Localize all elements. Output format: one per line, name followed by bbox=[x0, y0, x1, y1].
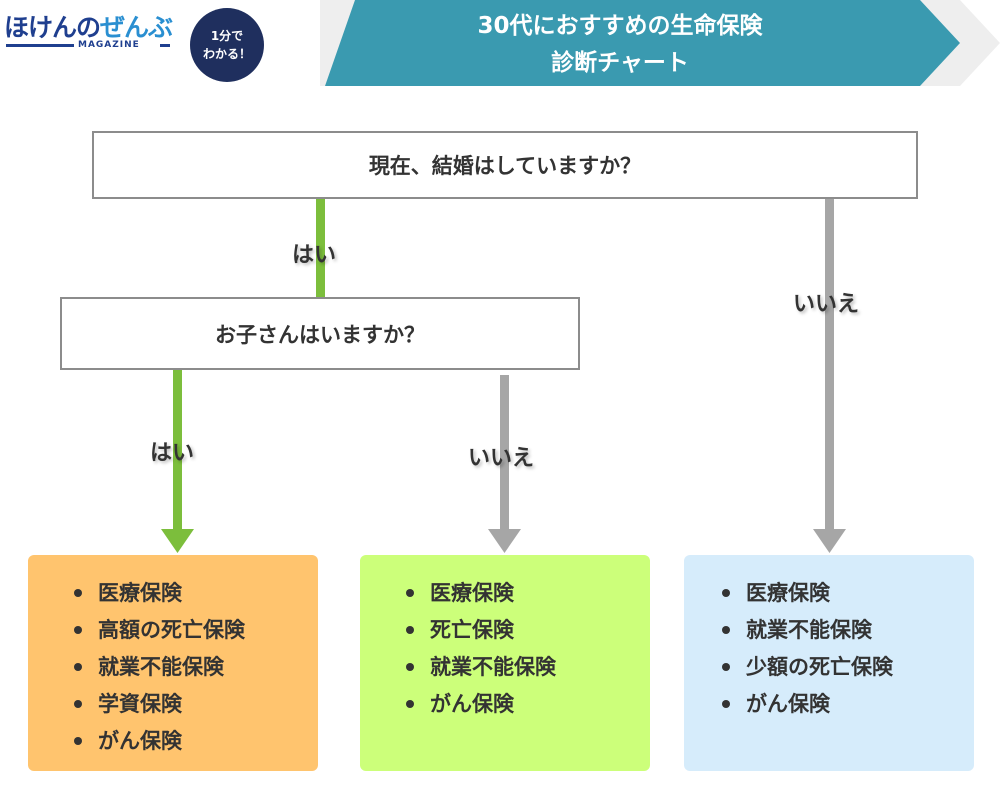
bullet-icon bbox=[74, 737, 82, 745]
list-item: がん保険 bbox=[406, 686, 650, 723]
bullet-icon bbox=[406, 700, 414, 708]
bullet-icon bbox=[722, 626, 730, 634]
children-no-connector bbox=[500, 375, 509, 529]
bullet-icon bbox=[74, 663, 82, 671]
result-married-with-children: 医療保険 高額の死亡保険 就業不能保険 学資保険 がん保険 bbox=[28, 555, 318, 771]
married-no-label: いいえ bbox=[793, 292, 860, 317]
bullet-icon bbox=[406, 626, 414, 634]
bullet-icon bbox=[74, 589, 82, 597]
logo-wordmark: ほけんのぜんぶ bbox=[4, 13, 173, 42]
bullet-icon bbox=[722, 700, 730, 708]
list-item: 就業不能保険 bbox=[722, 612, 974, 649]
list-item: がん保険 bbox=[722, 686, 974, 723]
bullet-icon bbox=[74, 700, 82, 708]
header-banner bbox=[320, 0, 1000, 86]
list-item: 医療保険 bbox=[722, 575, 974, 612]
list-item: 少額の死亡保険 bbox=[722, 649, 974, 686]
chart-title: 30代におすすめの生命保険 診断チャート bbox=[340, 8, 900, 82]
logo-line-left bbox=[6, 44, 74, 47]
result-unmarried: 医療保険 就業不能保険 少額の死亡保険 がん保険 bbox=[684, 555, 974, 771]
result-list: 医療保険 死亡保険 就業不能保険 がん保険 bbox=[406, 575, 650, 723]
logo[interactable]: ほけんのぜんぶ MAGAZINE bbox=[0, 0, 175, 62]
children-no-label: いいえ bbox=[468, 446, 535, 471]
chart-title-line2: 診断チャート bbox=[551, 50, 689, 76]
result-list: 医療保険 高額の死亡保険 就業不能保険 学資保険 がん保険 bbox=[74, 575, 318, 760]
married-yes-connector bbox=[316, 199, 325, 297]
list-item: 死亡保険 bbox=[406, 612, 650, 649]
list-item: 就業不能保険 bbox=[74, 649, 318, 686]
children-no-arrowhead bbox=[488, 529, 521, 553]
list-item: 就業不能保険 bbox=[406, 649, 650, 686]
children-yes-label: はい bbox=[150, 441, 195, 466]
married-yes-label: はい bbox=[292, 243, 337, 268]
list-item: がん保険 bbox=[74, 723, 318, 760]
bullet-icon bbox=[406, 589, 414, 597]
bullet-icon bbox=[74, 626, 82, 634]
badge-line1: 1分で bbox=[210, 29, 244, 43]
badge-line2: わかる！ bbox=[202, 47, 251, 61]
result-married-no-children: 医療保険 死亡保険 就業不能保険 がん保険 bbox=[360, 555, 650, 771]
chart-title-line1: 30代におすすめの生命保険 bbox=[477, 13, 763, 39]
list-item: 高額の死亡保険 bbox=[74, 612, 318, 649]
logo-subtitle: MAGAZINE bbox=[78, 40, 140, 50]
list-item: 学資保険 bbox=[74, 686, 318, 723]
married-no-arrowhead bbox=[813, 529, 846, 553]
children-yes-connector bbox=[173, 370, 182, 529]
bullet-icon bbox=[406, 663, 414, 671]
married-no-connector bbox=[825, 199, 834, 529]
bullet-icon bbox=[722, 663, 730, 671]
bullet-icon bbox=[722, 589, 730, 597]
result-list: 医療保険 就業不能保険 少額の死亡保険 がん保険 bbox=[722, 575, 974, 723]
question-children: お子さんはいますか？ bbox=[60, 297, 580, 370]
list-item: 医療保険 bbox=[74, 575, 318, 612]
question-married: 現在、結婚はしていますか？ bbox=[92, 131, 918, 199]
logo-line-right bbox=[160, 44, 170, 47]
list-item: 医療保険 bbox=[406, 575, 650, 612]
one-minute-badge: 1分で わかる！ bbox=[190, 8, 264, 82]
children-yes-arrowhead bbox=[161, 529, 194, 553]
